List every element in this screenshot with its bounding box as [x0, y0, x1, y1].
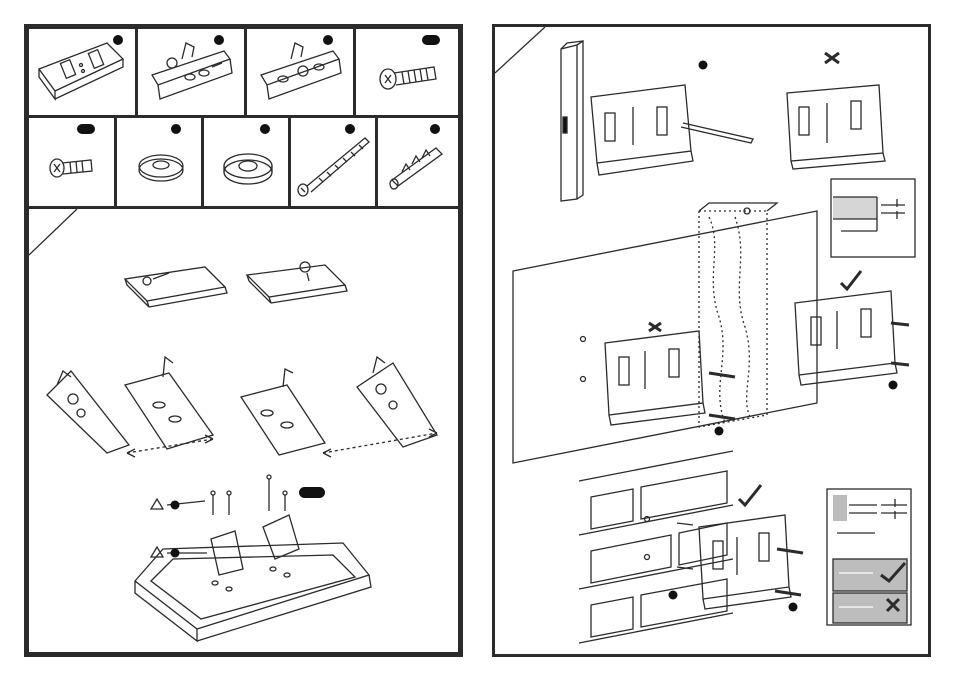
correct-mark-icon: [795, 271, 909, 385]
wrong-mark-icon: [787, 53, 885, 169]
machine-screw-icon: [356, 29, 460, 115]
part-marker: [260, 124, 270, 134]
part-cell-arm-left: [136, 27, 246, 117]
short-screw-icon: [29, 118, 115, 206]
part-marker: [430, 124, 440, 134]
lag-bolt-icon: [291, 118, 377, 206]
part-cell-machine-screw: [354, 27, 460, 117]
part-cell-spacer: [115, 116, 203, 208]
part-marker: [345, 124, 355, 134]
part-marker: [214, 35, 224, 45]
part-cell-short-screw: [27, 116, 116, 208]
part-marker: [171, 124, 181, 134]
stud-finder-icon: [561, 41, 753, 201]
left-page: [24, 24, 463, 657]
washer-icon: [204, 118, 290, 206]
part-marker: [422, 35, 440, 45]
right-page: [492, 24, 931, 657]
part-cell-arm-right: [245, 27, 355, 117]
part-marker: [77, 124, 95, 134]
part-marker: [323, 35, 333, 45]
part-marker: [113, 35, 123, 45]
brick-wall-icon: [579, 451, 803, 643]
part-cell-lag-bolt: [289, 116, 377, 208]
wall-mount-instructions-illustration: [495, 27, 928, 654]
part-cell-washer: [202, 116, 290, 208]
step-panel-tv-assembly: [27, 207, 460, 654]
arm-bracket-left-icon: [138, 29, 244, 115]
spacer-icon: [117, 118, 203, 206]
wall-anchor-icon: [378, 118, 460, 206]
part-cell-wall-anchor: [376, 116, 460, 208]
part-cell-vesa-plate: [27, 27, 137, 117]
tv-arm-assembly-icon: [29, 209, 460, 654]
arm-bracket-right-icon: [247, 29, 353, 115]
